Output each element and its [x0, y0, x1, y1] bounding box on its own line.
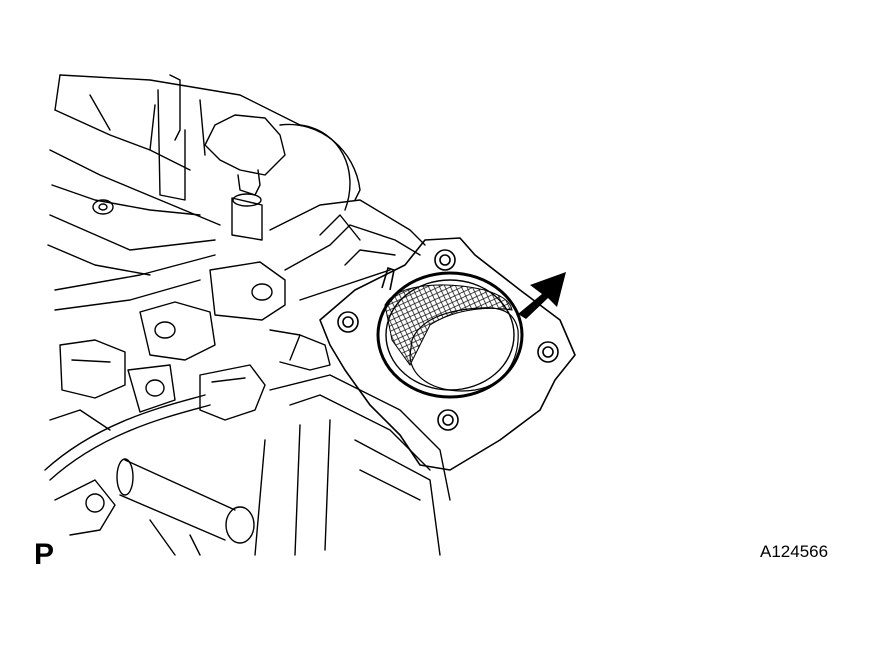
- gasket-ring: [376, 266, 524, 399]
- figure-code: A124566: [760, 542, 829, 561]
- throttle-flange: [319, 237, 576, 471]
- engine-body-lines: [44, 74, 451, 556]
- arrow-icon: [518, 272, 566, 319]
- figure-marker-letter: P: [34, 538, 55, 571]
